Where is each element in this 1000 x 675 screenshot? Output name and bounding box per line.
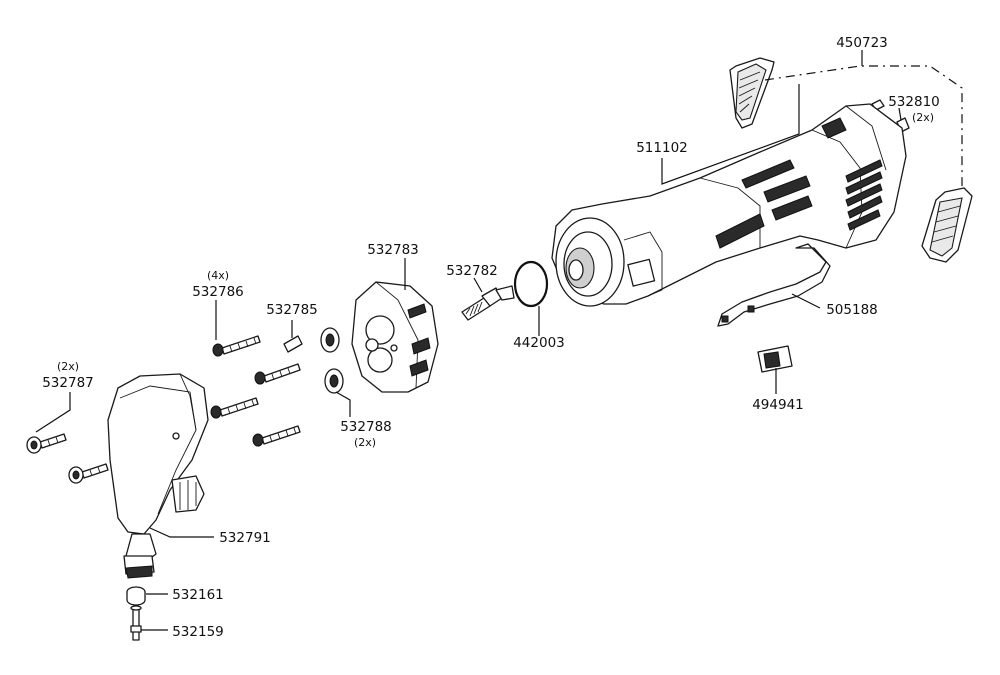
- bearing-upper: [320, 327, 340, 353]
- vent-cover-right: [921, 187, 973, 263]
- o-ring: [513, 260, 549, 308]
- label-442003: 442003: [513, 335, 565, 351]
- gear-housing: [351, 281, 439, 393]
- short-screws: [26, 433, 109, 484]
- label-532785: 532785: [266, 302, 318, 318]
- punch-bushing: [126, 586, 146, 606]
- label-532788: 532788: [340, 419, 392, 435]
- label-494941: 494941: [752, 397, 804, 413]
- motor-housing: [551, 103, 907, 307]
- leader-lines: [35, 50, 963, 631]
- label-532782: 532782: [446, 263, 498, 279]
- label-505188: 505188: [826, 302, 878, 318]
- label-532791: 532791: [219, 530, 271, 546]
- bearing-lower: [324, 368, 344, 394]
- qty-532788: (2x): [354, 436, 376, 449]
- label-532786: 532786: [192, 284, 244, 300]
- lock-button: [757, 345, 793, 373]
- label-511102: 511102: [636, 140, 688, 156]
- vent-cover-left: [729, 57, 775, 129]
- drive-shaft: [461, 285, 515, 321]
- qty-532787: (2x): [57, 360, 79, 373]
- nibbler-head: [107, 373, 209, 579]
- label-532810: 532810: [888, 94, 940, 110]
- qty-532786: (4x): [207, 269, 229, 282]
- label-450723: 450723: [836, 35, 888, 51]
- dowel-pin: [283, 335, 303, 353]
- punch-pin: [130, 605, 142, 641]
- qty-532810: (2x): [912, 111, 934, 124]
- label-532159: 532159: [172, 624, 224, 640]
- label-532783: 532783: [367, 242, 419, 258]
- label-532787: 532787: [42, 375, 94, 391]
- long-screws: [210, 335, 301, 447]
- label-532161: 532161: [172, 587, 224, 603]
- switch-lever: [717, 243, 831, 327]
